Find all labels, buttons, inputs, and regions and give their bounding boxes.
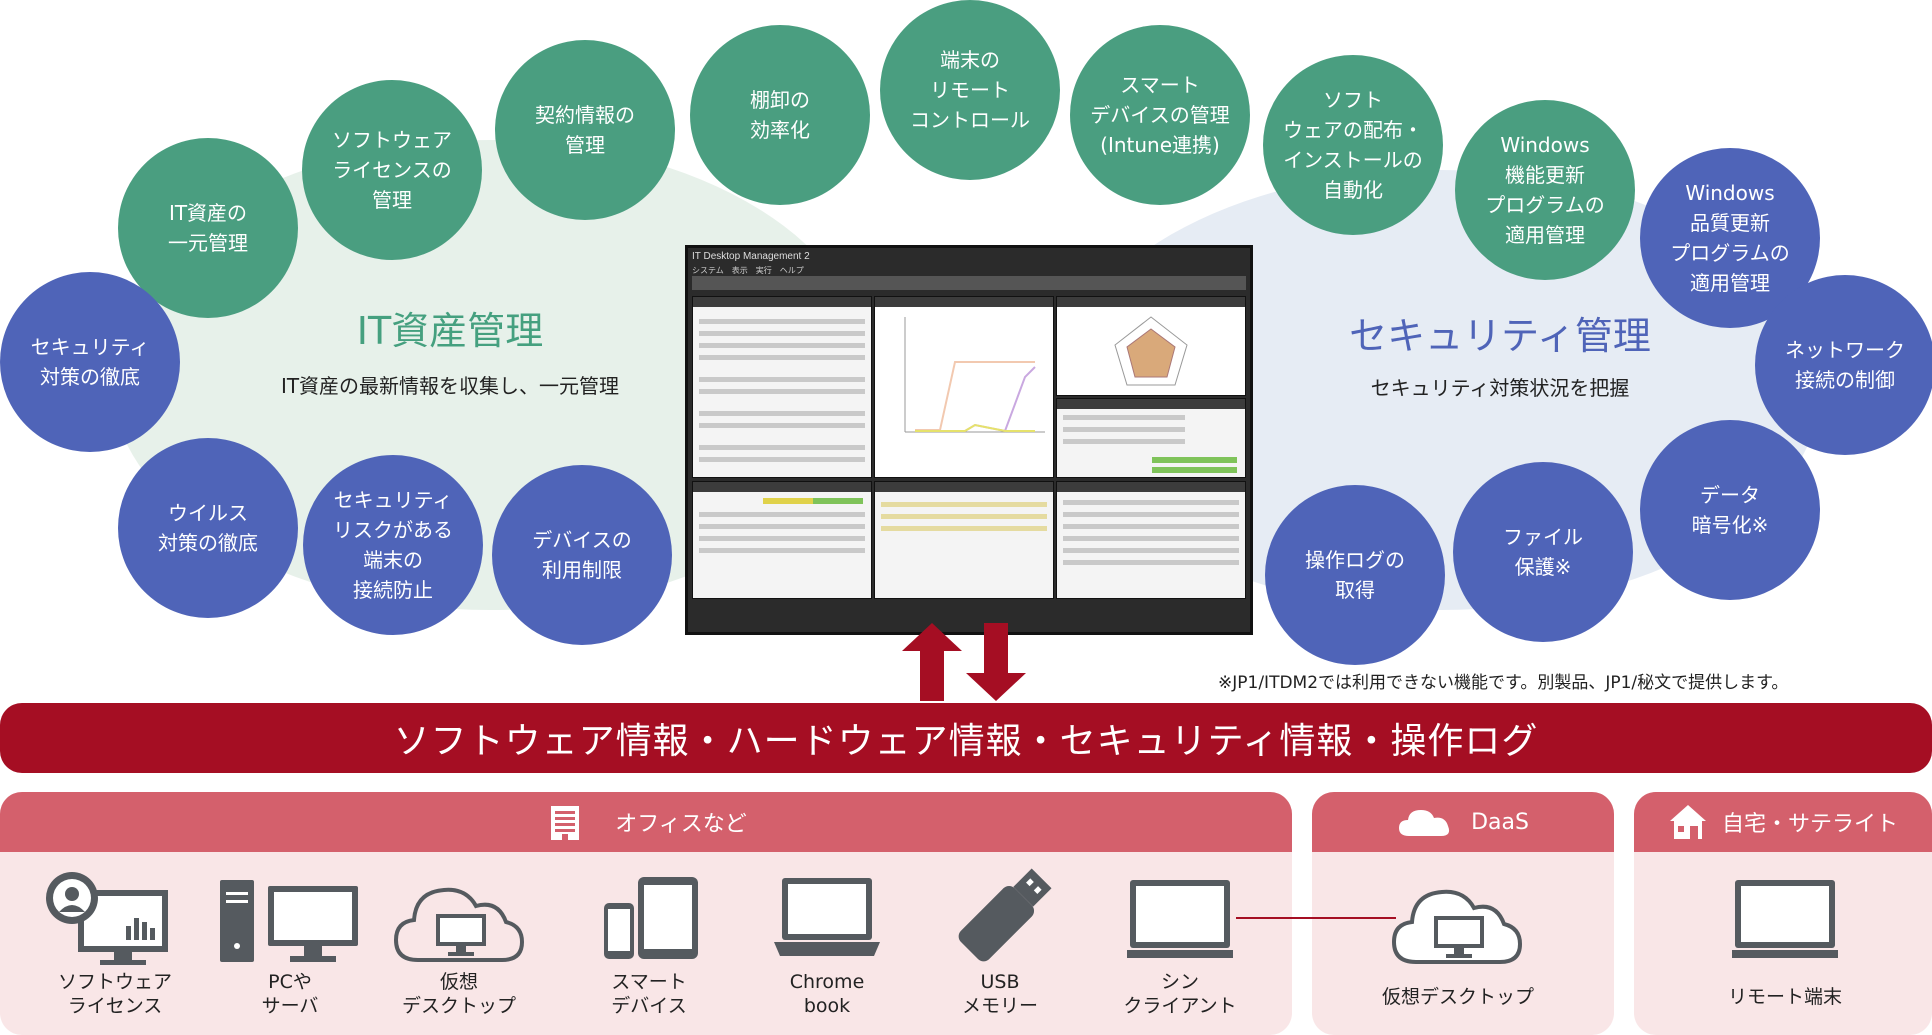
up-down-arrows [902,623,1026,701]
circle-data-encryption: データ 暗号化※ [1640,420,1820,600]
cloud-icon [1399,810,1450,836]
usb-memory-icon [958,868,1052,962]
circle-remote-control: 端末の リモート コントロール [880,0,1060,180]
security-title: セキュリティ管理 [1349,314,1651,358]
software-license-label: ソフトウェア ライセンス [57,971,172,1017]
daas-virtual-desktop-label: 仮想デスクトップ [1381,986,1534,1008]
circle-virus-thorough: ウイルス 対策の徹底 [118,438,298,618]
circle-device-restriction: デバイスの 利用制限 [492,465,672,645]
connection-line [1236,917,1396,919]
building-icon [551,806,580,840]
office-panel-header: オフィスなど [0,792,1292,852]
smart-device-icon [604,877,698,959]
circle-contract-info: 契約情報の 管理 [495,40,675,220]
notice-pane [874,481,1054,599]
it-asset-subtitle: IT資産の最新情報を収集し、一元管理 [280,374,620,398]
remote-terminal-icon [1732,880,1838,958]
info-banner: ソフトウェア情報・ハードウェア情報・セキュリティ情報・操作ログ [0,703,1932,773]
thin-client-icon [1127,880,1233,958]
circle-inventory: 棚卸の 効率化 [690,25,870,205]
database-pane [1056,481,1246,599]
smart-device-label: スマート デバイス [611,971,687,1017]
house-icon [1669,805,1706,839]
circle-risk-terminal: セキュリティ リスクがある 端末の 接続防止 [303,455,483,635]
console-title: IT Desktop Management 2 [692,251,810,262]
usb-memory-label: USB メモリー [961,971,1038,1017]
chromebook-icon [774,878,880,956]
asset-summary-pane [692,296,872,478]
management-console-screenshot: IT Desktop Management 2 システム 表示 実行 ヘルプ [685,245,1253,635]
circle-operation-log: 操作ログの 取得 [1265,485,1445,665]
pc-server-label: PCや サーバ [261,971,319,1017]
it-asset-title: IT資産管理 [356,309,544,353]
virtual-desktop-label: 仮想 デスクトップ [401,971,516,1017]
circle-smart-device: スマート デバイスの管理 (Intune連携) [1070,25,1250,205]
event-pane [692,481,872,599]
circle-windows-feature-update: Windows 機能更新 プログラムの 適用管理 [1455,100,1635,280]
down-arrow-icon [966,623,1026,701]
pc-server-icon [220,880,358,962]
virtual-desktop-icon [394,887,524,962]
trend-chart-pane [874,296,1054,478]
security-status-pane [1056,398,1246,478]
circle-windows-quality-update: Windows 品質更新 プログラムの 適用管理 [1640,148,1820,328]
chromebook-label: Chrome book [789,971,865,1017]
circle-security-thorough: セキュリティ 対策の徹底 [0,272,180,452]
console-menu: システム 表示 実行 ヘルプ [692,266,804,275]
footnote: ※JP1/ITDM2では利用できない機能です。別製品、JP1/秘文で提供します。 [1218,673,1789,693]
circle-file-protection: ファイル 保護※ [1453,462,1633,642]
security-subtitle: セキュリティ対策状況を把握 [1370,376,1630,400]
daas-panel-label: DaaS [1471,809,1529,835]
daas-panel-header: DaaS [1312,792,1614,852]
software-license-icon [46,872,168,965]
remote-terminal-label: リモート端末 [1727,986,1842,1008]
office-panel-label: オフィスなど [615,812,747,837]
home-panel-label: 自宅・サテライト [1721,812,1898,837]
circle-software-distribution: ソフト ウェアの配布・ インストールの 自動化 [1263,55,1443,235]
circle-software-license: ソフトウェア ライセンスの 管理 [302,80,482,260]
circle-it-asset-unified: IT資産の 一元管理 [118,138,298,318]
console-toolbar [692,276,1246,290]
thin-client-label: シン クライアント [1123,971,1237,1017]
daas-virtual-desktop-icon [1392,889,1522,964]
home-panel-header: 自宅・サテライト [1634,792,1932,852]
circle-network-control: ネットワーク 接続の制御 [1755,275,1932,455]
security-radar-pane [1056,296,1246,396]
up-arrow-icon [902,623,962,701]
